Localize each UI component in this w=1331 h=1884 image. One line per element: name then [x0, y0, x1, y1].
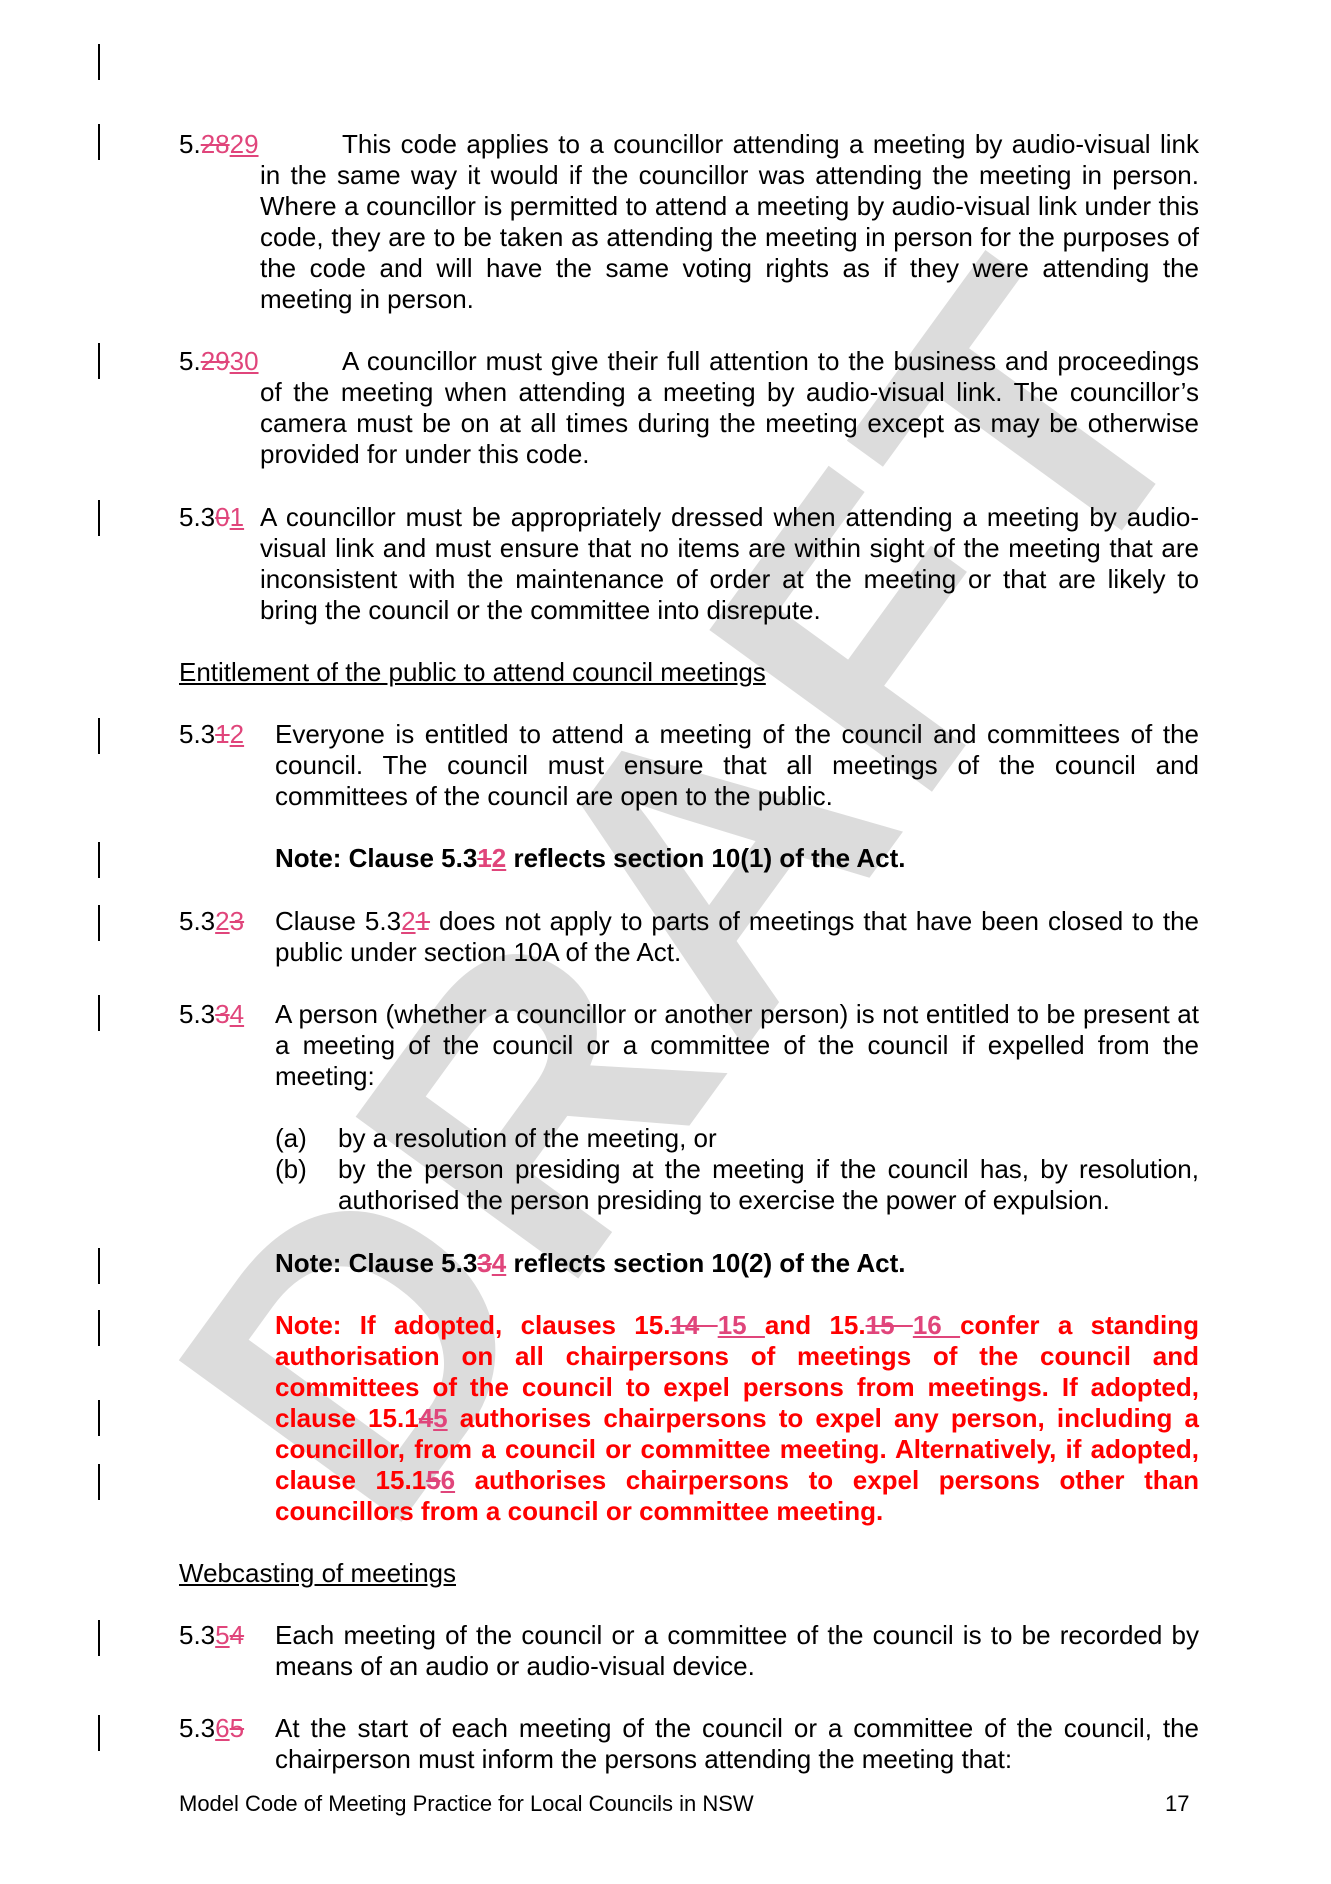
note-clause-5-34: Note: Clause 5.334 reflects section 10(2… [275, 1248, 906, 1278]
clause-number: 5.2930 [179, 346, 259, 376]
footer-title: Model Code of Meeting Practice for Local… [179, 1791, 754, 1816]
expulsion-list: (a) by a resolution of the meeting, or (… [275, 1123, 1199, 1216]
clause-text: Everyone is entitled to attend a meeting… [275, 719, 1199, 811]
change-bar [98, 905, 100, 941]
clause-number: 5.2829 [179, 129, 259, 159]
section-heading-webcasting: Webcasting of meetings [179, 1558, 456, 1588]
clause-number: 5.323 [179, 906, 245, 936]
change-bar [98, 44, 100, 80]
clause-number: 5.301 [179, 502, 245, 532]
change-bar [98, 995, 100, 1031]
change-bar [98, 1464, 100, 1500]
clause-text: A councillor must give their full attent… [260, 346, 1199, 469]
section-heading-public: Entitlement of the public to attend coun… [179, 657, 766, 687]
page-number: 17 [1165, 1791, 1190, 1816]
note-expulsion-authorisation: Note: If adopted, clauses 15.14 15 and 1… [275, 1310, 1200, 1526]
change-bar [98, 343, 100, 379]
clause-number: 5.365 [179, 1713, 245, 1743]
list-text: by a resolution of the meeting, or [338, 1123, 717, 1153]
clause-number: 5.354 [179, 1620, 245, 1650]
clause-5-29: 5.2829 This code applies to a councillor… [179, 129, 1199, 315]
clause-number: 5.334 [179, 999, 245, 1029]
clause-5-33: 5.323 Clause 5.321 does not apply to par… [179, 906, 1199, 968]
change-bar [98, 1715, 100, 1751]
clause-number: 5.312 [179, 719, 245, 749]
list-label: (b) [275, 1154, 307, 1184]
clause-text: Clause 5.321 does not apply to parts of … [275, 906, 1199, 967]
clause-text: At the start of each meeting of the coun… [275, 1713, 1199, 1774]
clause-5-36: 5.365 At the start of each meeting of th… [179, 1713, 1199, 1775]
change-bar [98, 124, 100, 160]
list-text: by the person presiding at the meeting i… [338, 1154, 1199, 1215]
clause-5-30: 5.2930 A councillor must give their full… [179, 346, 1199, 470]
change-bar [98, 718, 100, 754]
clause-5-35: 5.354 Each meeting of the council or a c… [179, 1620, 1199, 1682]
change-bar [98, 1310, 100, 1346]
change-bar [98, 842, 100, 878]
clause-text: A councillor must be appropriately dress… [260, 502, 1199, 625]
clause-5-32: 5.312 Everyone is entitled to attend a m… [179, 719, 1199, 812]
list-item: (b) by the person presiding at the meeti… [275, 1154, 1199, 1216]
clause-5-31: 5.301 A councillor must be appropriately… [179, 502, 1199, 626]
change-bar [98, 500, 100, 536]
change-bar [98, 1248, 100, 1284]
change-bar [98, 1400, 100, 1436]
clause-text: Each meeting of the council or a committ… [275, 1620, 1199, 1681]
change-bar [98, 1620, 100, 1656]
list-item: (a) by a resolution of the meeting, or [275, 1123, 1199, 1154]
note-clause-5-32: Note: Clause 5.312 reflects section 10(1… [275, 843, 906, 873]
clause-text: A person (whether a councillor or anothe… [275, 999, 1199, 1091]
list-label: (a) [275, 1123, 307, 1153]
clause-5-34: 5.334 A person (whether a councillor or … [179, 999, 1199, 1092]
clause-text: This code applies to a councillor attend… [260, 129, 1199, 314]
